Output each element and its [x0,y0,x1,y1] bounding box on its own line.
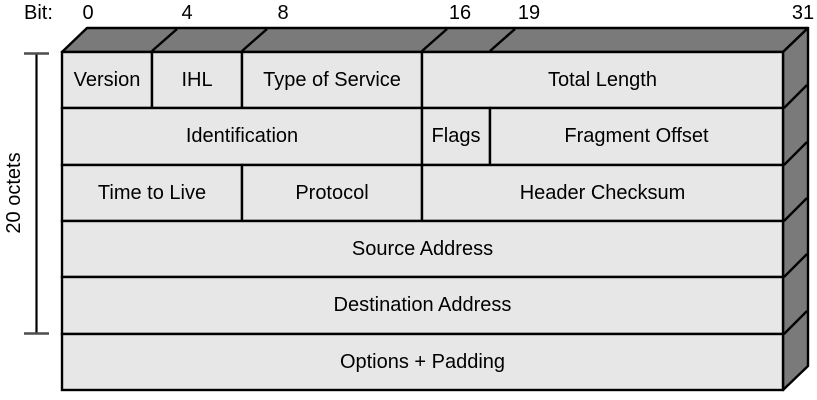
row-1-depth-diagonal [783,84,808,109]
row-3-depth-diagonal [783,197,808,222]
field-header-checksum-box [420,163,785,223]
field-total-length: Total Length [548,68,657,91]
field-source-address: Source Address [351,237,494,260]
bit-4-diagonal [151,28,178,52]
row-2-depth-diagonal [783,141,808,166]
field-flags: Flags [431,125,481,147]
field-source-address-box [60,219,785,279]
field-time-to-live: Time to Live [97,181,207,204]
field-ihl: IHL [181,68,213,91]
bit-tick-8: 8 [277,2,289,24]
field-version: Version [73,68,141,91]
field-destination-address: Destination Address [333,294,512,316]
field-options-padding: Options + Padding [339,350,506,373]
field-protocol-box [240,163,424,223]
bit-tick-16: 16 [448,2,472,24]
bit-8-diagonal [241,28,268,52]
bit-tick-31: 31 [791,2,815,24]
field-header-checksum: Header Checksum [519,181,686,204]
field-options-padding-box [60,332,785,392]
octets-bracket-label: 20 octets [3,152,25,234]
row-4-depth-diagonal [783,253,808,278]
bit-tick-19: 19 [517,2,541,24]
bit-axis-label: Bit: [24,2,53,24]
field-time-to-live-box [60,163,244,223]
bit-tick-4: 4 [181,2,193,24]
bit-16-diagonal [421,28,448,52]
bit-tick-0: 0 [82,2,94,24]
field-identification: Identification [185,125,299,147]
field-version-box [60,50,154,110]
field-fragment-offset: Fragment Offset [564,125,709,147]
field-destination-address-box [60,275,785,336]
field-protocol: Protocol [295,181,369,204]
field-fragment-offset-box [488,106,785,167]
bit-19-diagonal [489,28,516,52]
field-type-of-service: Type of Service [263,68,401,91]
row-5-depth-diagonal [783,310,808,335]
field-total-length-box [420,50,785,110]
